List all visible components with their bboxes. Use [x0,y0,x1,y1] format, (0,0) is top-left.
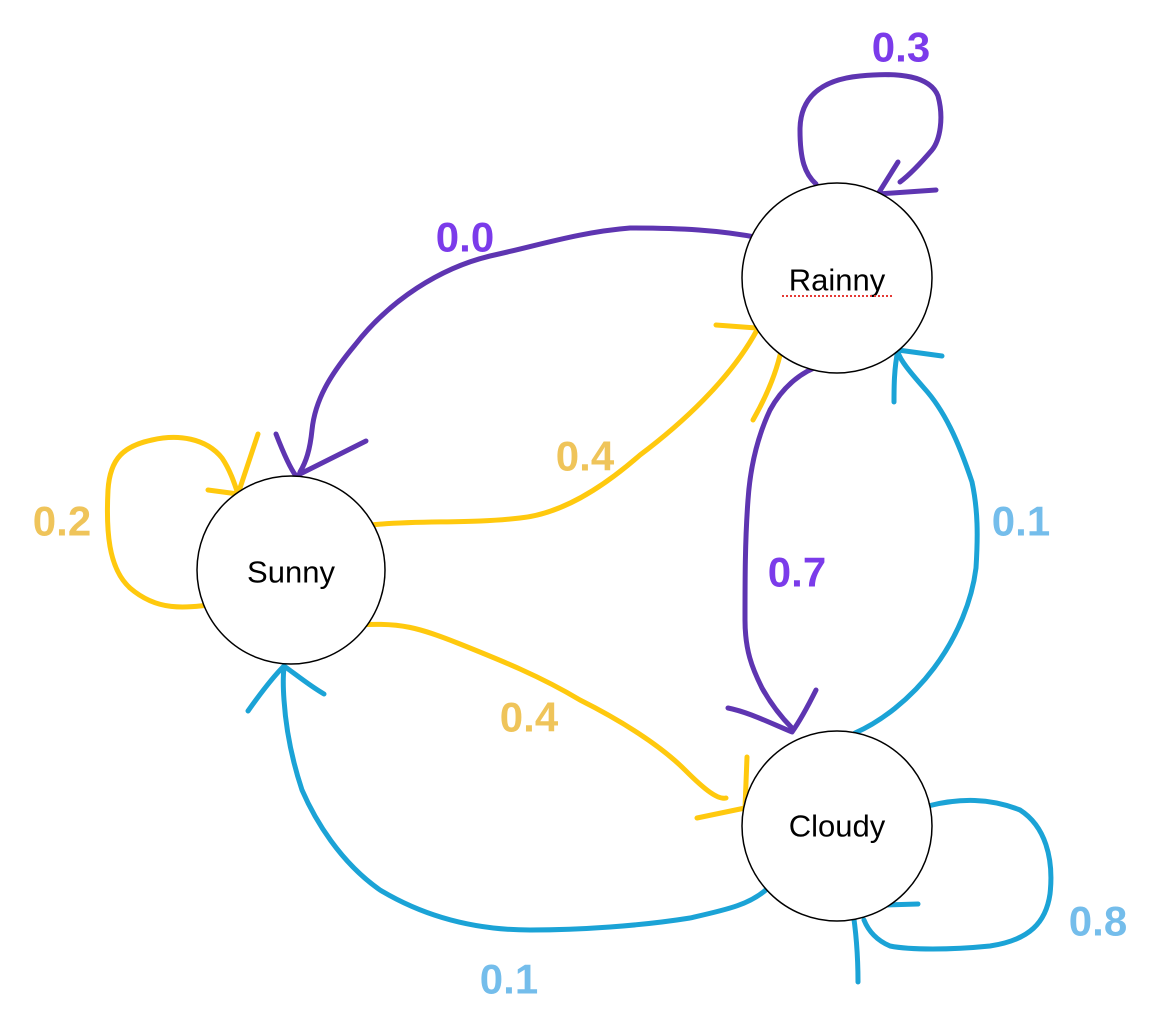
prob-rainny-to-sunny: 0.0 [436,214,494,261]
edge-rainny-to-sunny-arrowhead [273,431,369,479]
edge-cloudy-to-sunny-arrowhead [245,663,327,714]
edge-cloudy-to-cloudy [861,797,1054,952]
prob-sunny-to-cloudy: 0.4 [500,694,559,741]
edge-rainny-to-cloudy [742,362,825,731]
edge-cloudy-to-rainny [852,349,980,736]
state-sunny: Sunny [196,475,386,665]
state-rainny: Rainny [741,182,933,374]
prob-sunny-to-sunny: 0.2 [33,498,91,545]
state-rainny-circle [741,182,933,374]
prob-cloudy-to-sunny: 0.1 [480,956,538,1003]
state-cloudy-circle [741,730,933,922]
edge-sunny-to-rainny [367,327,760,528]
edge-sunny-to-sunny [104,435,241,610]
state-rainny-label: Rainny [789,263,886,298]
edge-rainny-to-cloudy-arrowhead [725,687,819,735]
state-sunny-label: Sunny [247,555,335,590]
prob-cloudy-to-cloudy: 0.8 [1069,898,1127,945]
state-cloudy-label: Cloudy [789,809,886,844]
edge-rainny-to-sunny [297,225,763,475]
prob-rainny-to-rainny: 0.3 [872,24,930,71]
prob-cloudy-to-rainny: 0.1 [992,498,1050,545]
cloudy-edges [245,347,1054,985]
state-cloudy: Cloudy [741,730,933,922]
rainny-edges [273,72,944,735]
prob-rainny-to-cloudy: 0.7 [768,549,826,596]
edge-cloudy-to-sunny [280,665,771,933]
probability-labels: 0.3 0.0 0.7 0.4 0.2 0.4 0.1 0.8 0.1 [33,24,1127,1003]
prob-sunny-to-rainny: 0.4 [556,433,615,480]
edge-sunny-to-cloudy [355,621,729,801]
state-sunny-circle [196,475,386,665]
edge-rainny-to-rainny [797,72,944,187]
